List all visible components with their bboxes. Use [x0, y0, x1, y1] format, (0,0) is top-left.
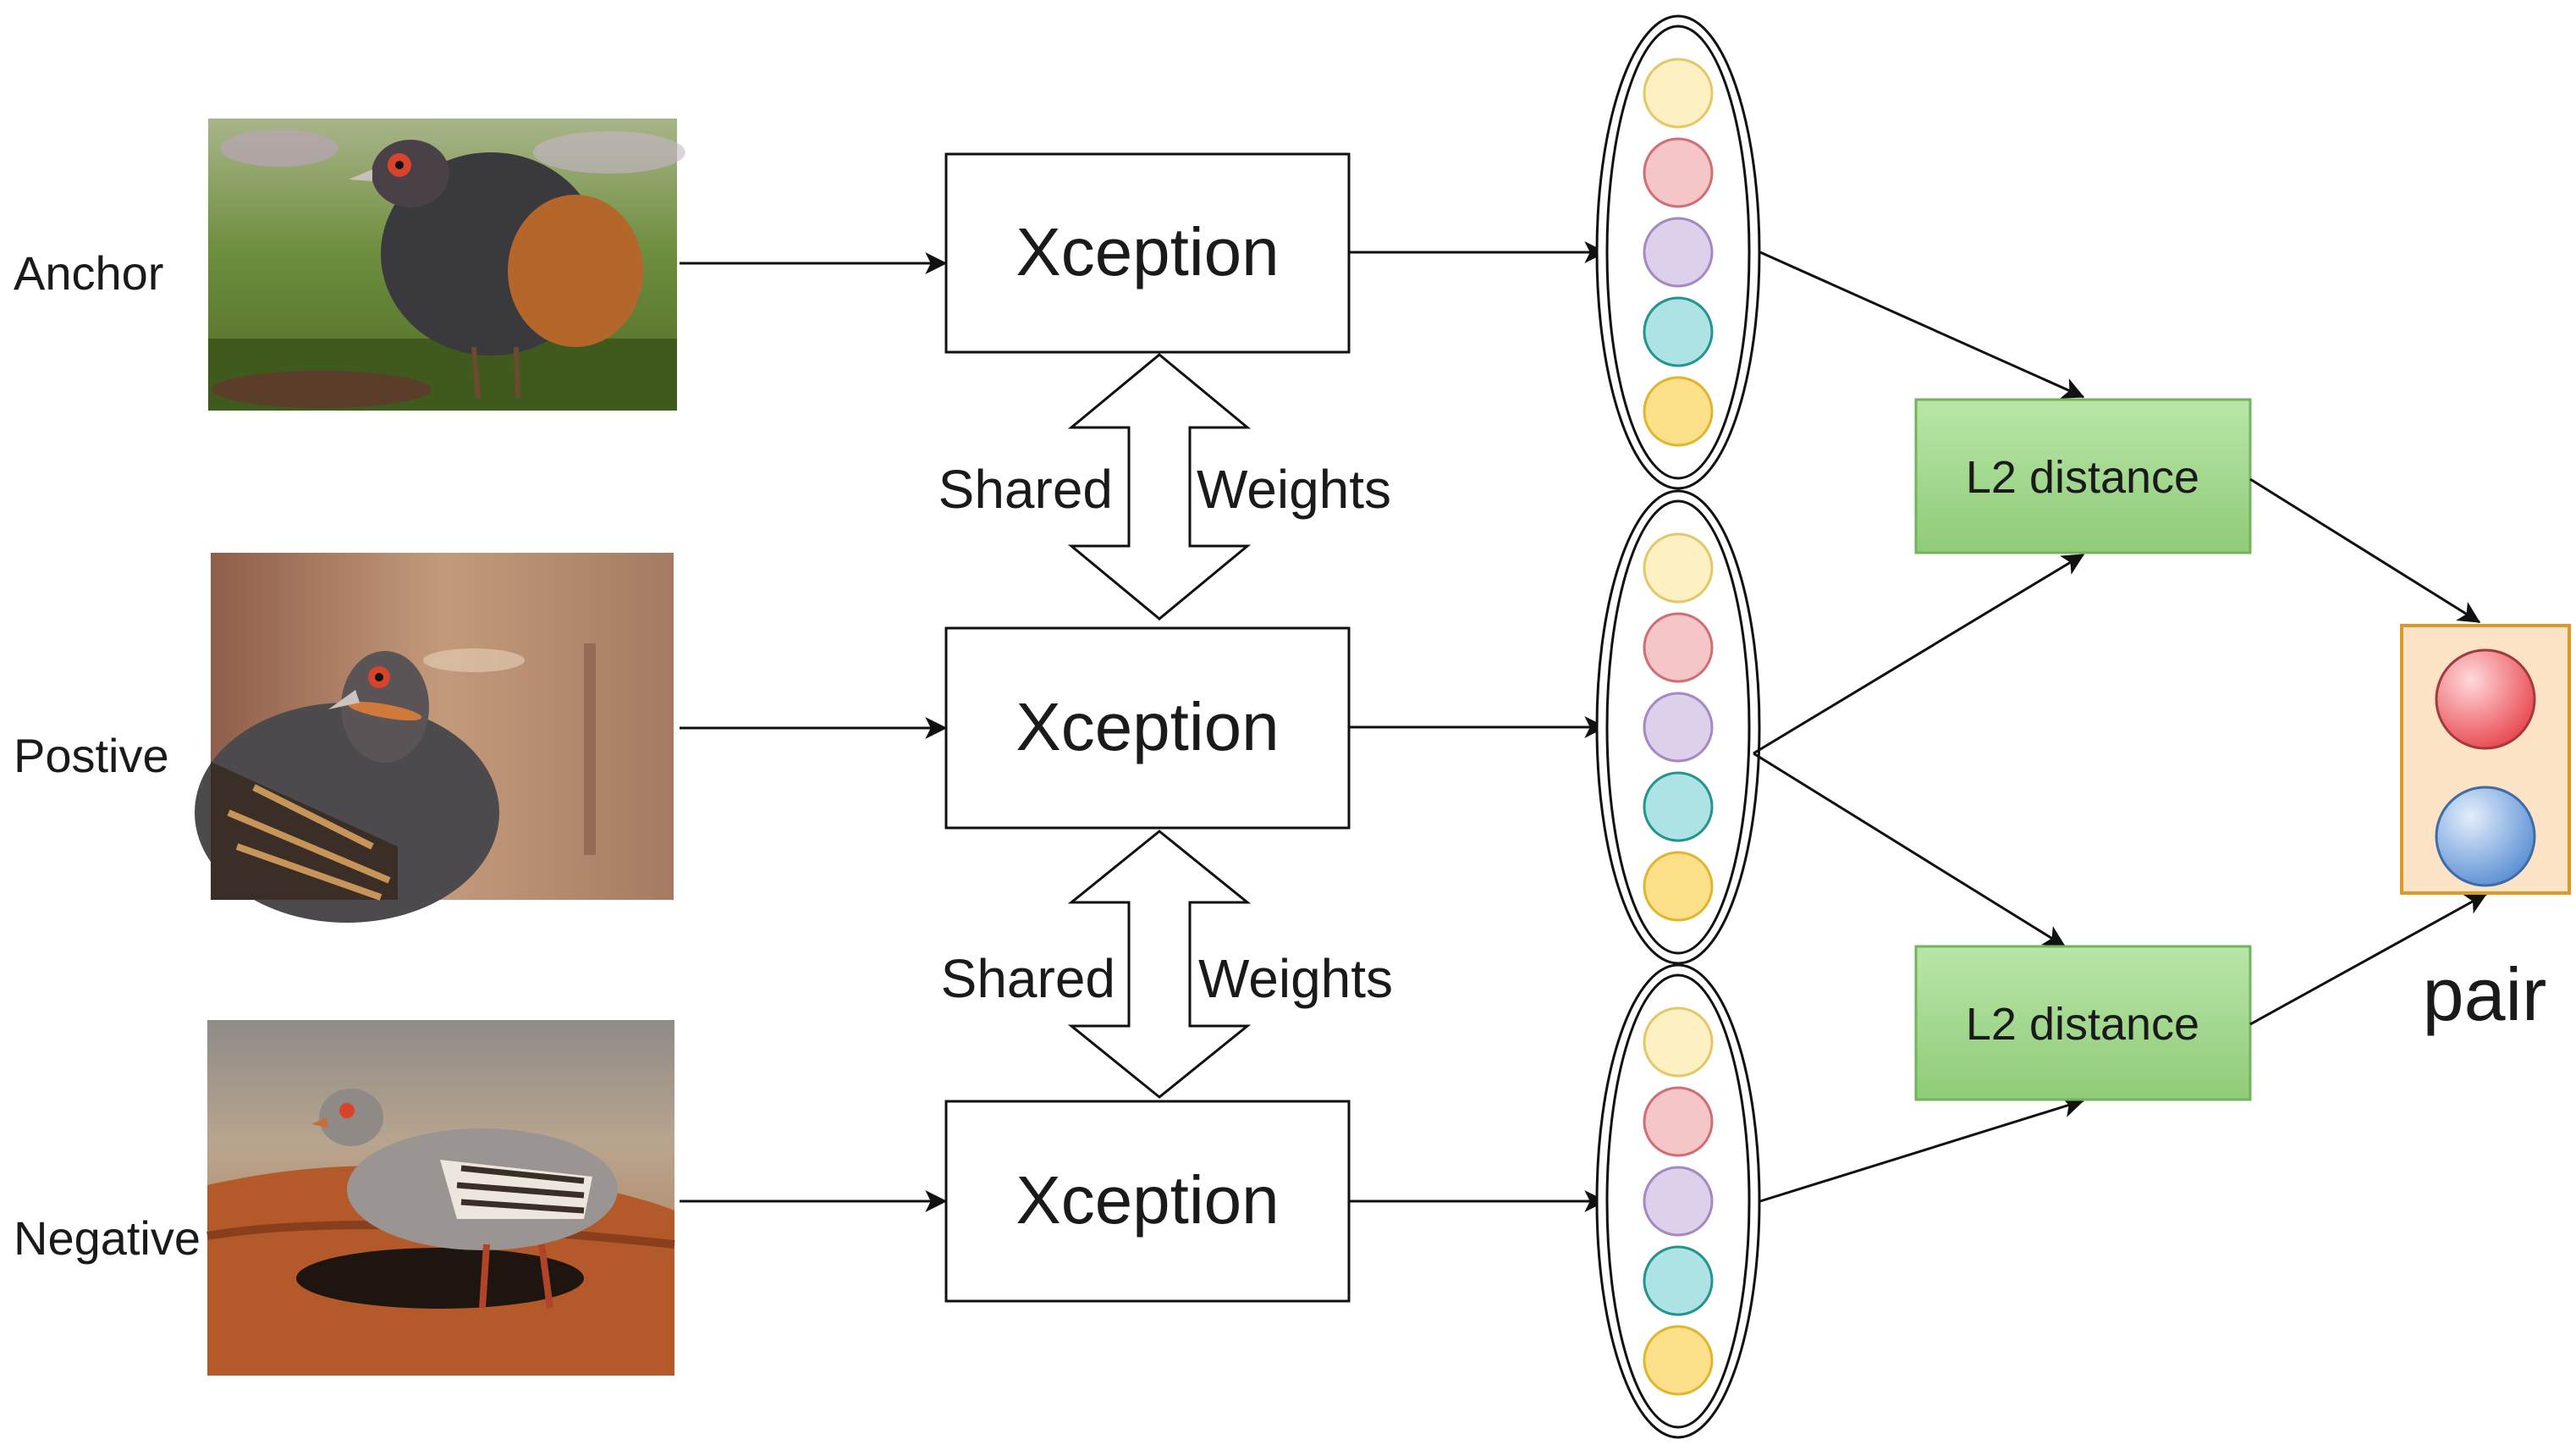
pair-output-box	[2400, 624, 2571, 895]
l2-distance-label: L2 distance	[1966, 999, 2199, 1050]
l2-distance-bottom: L2 distance	[1914, 945, 2252, 1101]
encoder-label: Xception	[1016, 1162, 1279, 1238]
l2-distance-label: L2 distance	[1966, 452, 2199, 503]
embedding-unit	[1643, 296, 1714, 367]
encoder-label: Xception	[1016, 689, 1279, 764]
embedding-unit	[1643, 851, 1714, 922]
bird-positive-photo	[195, 553, 674, 923]
positive-to-l2-bottom-arrow	[1753, 752, 2067, 948]
embedding-unit	[1643, 137, 1714, 208]
embedding-unit	[1643, 692, 1714, 763]
positive-label: Postive	[14, 729, 169, 782]
embedding-vector-negative	[1595, 963, 1761, 1439]
weights-text: Weights	[1197, 459, 1391, 520]
embedding-vector-anchor	[1595, 14, 1761, 490]
embedding-unit	[1643, 612, 1714, 683]
embedding-unit	[1643, 771, 1714, 842]
shared-text: Shared	[941, 948, 1115, 1009]
pair-red-circle	[2435, 648, 2536, 750]
embedding-unit	[1643, 1086, 1714, 1157]
bird-negative-photo	[206, 1020, 675, 1376]
embedding-unit	[1643, 532, 1714, 604]
xception-encoder-negative: Xception	[944, 1100, 1351, 1303]
embedding-oval-inner	[1605, 25, 1751, 480]
shared-weights-arrow-bottom	[1067, 830, 1252, 1099]
positive-to-l2-top-arrow	[1753, 553, 2085, 755]
embedding-oval-inner	[1605, 499, 1751, 955]
weights-text: Weights	[1198, 948, 1393, 1009]
encoder-label: Xception	[1016, 214, 1279, 290]
pair-blue-circle	[2435, 786, 2536, 887]
shared-weights-arrow-top	[1067, 353, 1252, 620]
embedding-unit	[1643, 217, 1714, 288]
embedding-unit	[1643, 1007, 1714, 1078]
l2-bottom-to-pair-arrow	[2249, 892, 2488, 1026]
l2-distance-top: L2 distance	[1914, 398, 2252, 554]
negative-label: Negative	[14, 1211, 201, 1265]
negative-to-l2-bottom-arrow	[1759, 1095, 2085, 1203]
embedding-unit	[1643, 1325, 1714, 1396]
shared-text: Shared	[938, 459, 1113, 520]
xception-encoder-anchor: Xception	[944, 152, 1351, 354]
l2-top-to-pair-arrow	[2249, 477, 2481, 624]
anchor-to-l2-top-arrow	[1759, 251, 2085, 399]
pair-label: pair	[2423, 952, 2547, 1036]
embedding-unit	[1643, 1166, 1714, 1237]
embedding-vector-positive	[1595, 489, 1761, 965]
embedding-oval-inner	[1605, 973, 1751, 1429]
embedding-unit	[1643, 58, 1714, 129]
anchor-label: Anchor	[14, 246, 163, 300]
bird-anchor-photo	[208, 119, 685, 411]
xception-encoder-positive: Xception	[944, 626, 1351, 830]
embedding-unit	[1643, 1245, 1714, 1316]
embedding-unit	[1643, 376, 1714, 447]
